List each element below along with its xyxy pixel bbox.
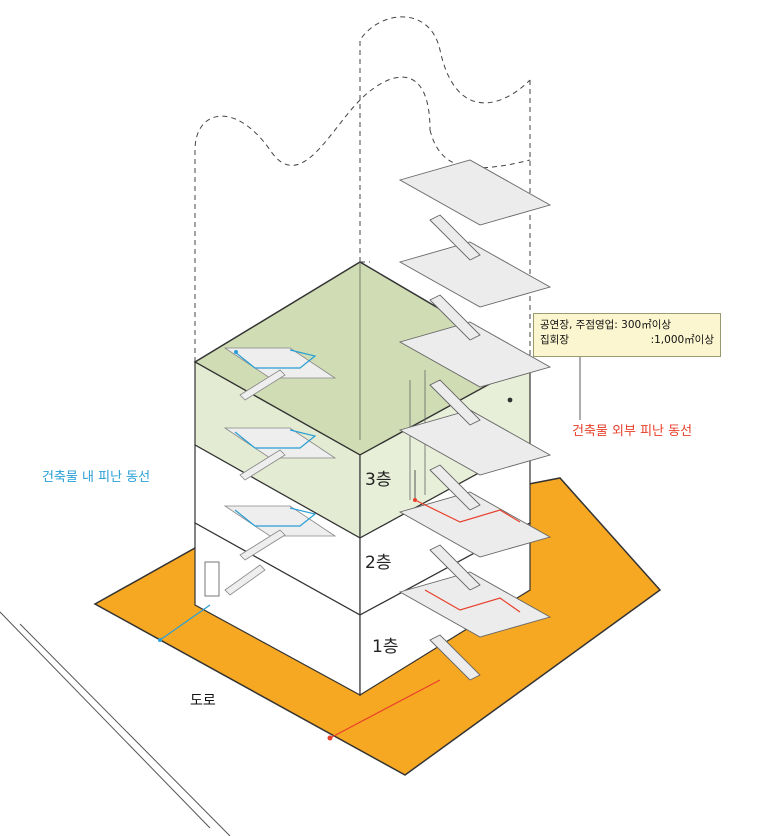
road-label: 도로 [190, 693, 216, 709]
floor-2-label: 2층 [365, 553, 392, 573]
internal-route-label: 건축물 내 피난 동선 [42, 470, 151, 485]
requirement-callout: 공연장, 주점영업: 300㎡이상 집회장 :1,000㎡이상 [533, 313, 721, 357]
internal-stairs [223, 347, 337, 596]
leader-lines [158, 350, 581, 741]
external-route-line [329, 499, 521, 739]
callout-line-1: 공연장, 주점영업: 300㎡이상 [540, 319, 672, 331]
external-stairs [398, 159, 552, 681]
road-edges [0, 611, 231, 836]
floor-1-label: 1층 [372, 637, 399, 657]
external-route-label: 건축물 외부 피난 동선 [572, 424, 693, 439]
floor-3-label: 3층 [365, 470, 392, 490]
internal-route-line [159, 349, 317, 641]
callout-line-2-left: 집회장 [540, 334, 569, 346]
callout-line-2-right: :1,000㎡이상 [650, 334, 714, 346]
